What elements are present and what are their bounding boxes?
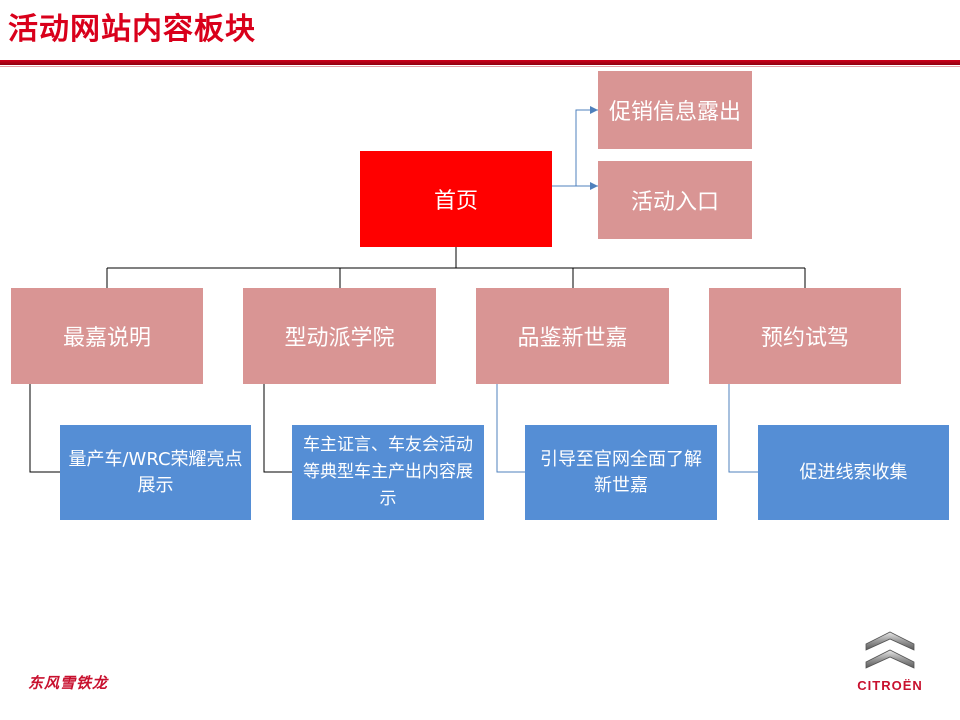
node-detail-4-label: 促进线索收集 bbox=[799, 461, 908, 483]
root-right-connectors bbox=[552, 106, 598, 190]
node-detail-1-label: 量产车/WRC荣耀亮点展示 bbox=[68, 448, 243, 496]
node-section-2-label: 型动派学院 bbox=[284, 326, 395, 351]
node-promo-info-label: 促销信息露出 bbox=[608, 100, 741, 125]
node-detail-2: 车主证言、车友会活动等典型车主产出内容展示 bbox=[292, 425, 484, 520]
node-section-1: 最嘉说明 bbox=[11, 288, 203, 384]
node-activity-entry-label: 活动入口 bbox=[630, 190, 719, 215]
node-detail-1: 量产车/WRC荣耀亮点展示 bbox=[60, 425, 251, 520]
connector-detail-4 bbox=[728, 384, 758, 473]
connector-detail-1 bbox=[29, 384, 60, 473]
node-detail-3: 引导至官网全面了解新世嘉 bbox=[525, 425, 717, 520]
node-home-label: 首页 bbox=[433, 189, 478, 214]
node-section-4: 预约试驾 bbox=[709, 288, 901, 384]
connector-detail-2 bbox=[263, 384, 292, 473]
detail-connectors bbox=[29, 384, 758, 473]
connector-root-promo bbox=[552, 109, 598, 187]
double-chevron-icon bbox=[865, 631, 915, 669]
node-activity-entry: 活动入口 bbox=[598, 161, 752, 239]
node-section-3-label: 品鉴新世嘉 bbox=[517, 326, 628, 351]
citroen-wordmark: CITROËN bbox=[857, 678, 923, 693]
node-section-3: 品鉴新世嘉 bbox=[476, 288, 669, 384]
arrowhead-promo bbox=[590, 106, 598, 114]
root-section-connectors bbox=[106, 247, 806, 288]
node-section-1-label: 最嘉说明 bbox=[62, 326, 151, 351]
brand-logo-citroen: CITROËN bbox=[840, 626, 940, 696]
node-detail-4: 促进线索收集 bbox=[758, 425, 949, 520]
node-detail-3-label: 引导至官网全面了解新世嘉 bbox=[540, 448, 702, 496]
connector-detail-3 bbox=[496, 384, 525, 473]
node-section-2: 型动派学院 bbox=[243, 288, 436, 384]
node-promo-info: 促销信息露出 bbox=[598, 71, 752, 149]
title-divider bbox=[0, 60, 960, 65]
node-home: 首页 bbox=[360, 151, 552, 247]
brand-logo-dongfeng: 东风雪铁龙 bbox=[28, 674, 109, 692]
title-divider-thin bbox=[0, 66, 960, 67]
page-title: 活动网站内容板块 bbox=[8, 12, 256, 47]
node-section-4-label: 预约试驾 bbox=[760, 326, 849, 351]
node-detail-2-label: 车主证言、车友会活动等典型车主产出内容展示 bbox=[303, 435, 473, 509]
arrowhead-entry bbox=[590, 182, 598, 190]
